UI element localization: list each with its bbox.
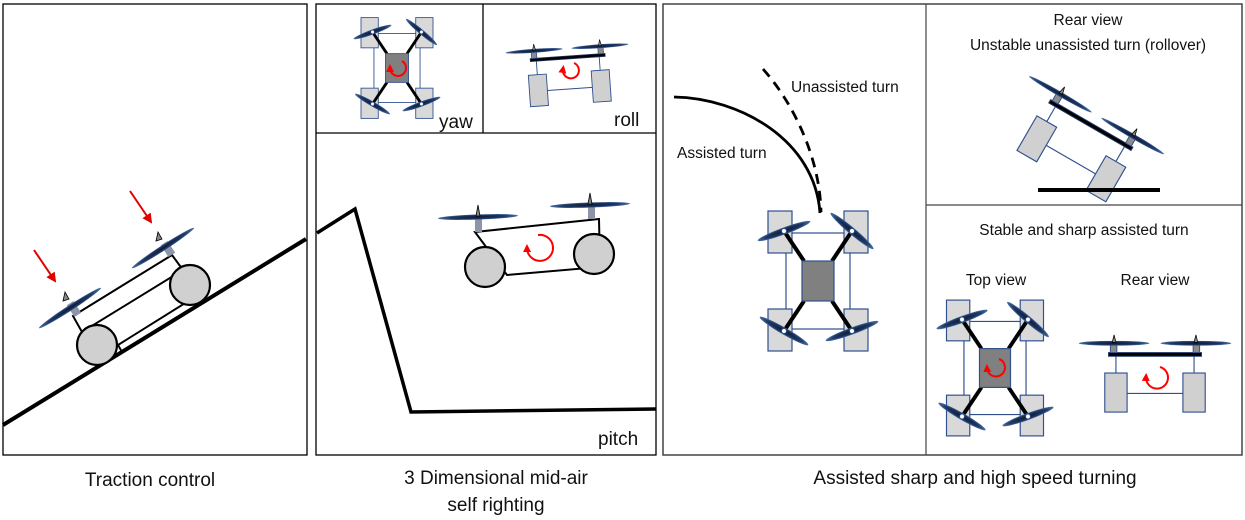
stable-turn-subpanel: Stable and sharp assisted turn Top view … xyxy=(933,222,1232,438)
unassisted-turn-label: Unassisted turn xyxy=(791,79,899,96)
traction-panel-frame xyxy=(2,3,308,456)
self-righting-caption-line2: self righting xyxy=(447,495,545,516)
cliff-ground xyxy=(316,206,657,414)
rollover-subpanel: Rear view Unstable unassisted turn (roll… xyxy=(970,12,1206,216)
roll-subpanel: roll xyxy=(504,37,639,131)
stable-rear-rotation-arrow xyxy=(1141,366,1169,390)
downforce-arrow-front xyxy=(129,190,153,224)
roll-rotation-arrow xyxy=(558,62,580,80)
traction-caption: Traction control xyxy=(84,470,216,491)
assisted-turn-path xyxy=(673,95,822,214)
rear-view-label: Rear view xyxy=(1121,272,1191,289)
stable-turn-title: Stable and sharp assisted turn xyxy=(979,222,1188,239)
propeller-rear xyxy=(38,287,102,329)
turning-panel: Unassisted turn Assisted turn Rear view … xyxy=(662,3,1243,456)
yaw-rotation-arrow xyxy=(386,60,407,77)
turning-caption: Assisted sharp and high speed turning xyxy=(813,468,1137,489)
rollover-title-line2: Unstable unassisted turn (rollover) xyxy=(970,37,1206,54)
rollover-title-line1: Rear view xyxy=(1054,12,1124,29)
assisted-turn-label: Assisted turn xyxy=(677,145,767,162)
yaw-subpanel: yaw xyxy=(351,15,473,133)
self-righting-caption-line1: 3 Dimensional mid-air xyxy=(404,468,588,489)
unassisted-turn-path xyxy=(761,68,823,213)
propeller-front xyxy=(131,227,195,269)
top-view-label: Top view xyxy=(966,272,1027,289)
pitch-label: pitch xyxy=(598,429,638,450)
stable-top-rotation-arrow xyxy=(983,358,1006,378)
pitch-subpanel: pitch xyxy=(316,192,657,450)
roll-label: roll xyxy=(614,110,639,131)
downforce-arrow-rear xyxy=(33,249,57,283)
rover-side-view-pitch xyxy=(438,192,630,289)
rover-side-view xyxy=(38,227,212,367)
wheel-rear xyxy=(75,323,119,367)
wheel-front xyxy=(168,263,212,307)
self-righting-panel: yaw roll pitch xyxy=(315,3,657,456)
yaw-label: yaw xyxy=(439,112,473,133)
pitch-rotation-arrow xyxy=(523,233,554,262)
traction-control-panel xyxy=(1,3,308,456)
